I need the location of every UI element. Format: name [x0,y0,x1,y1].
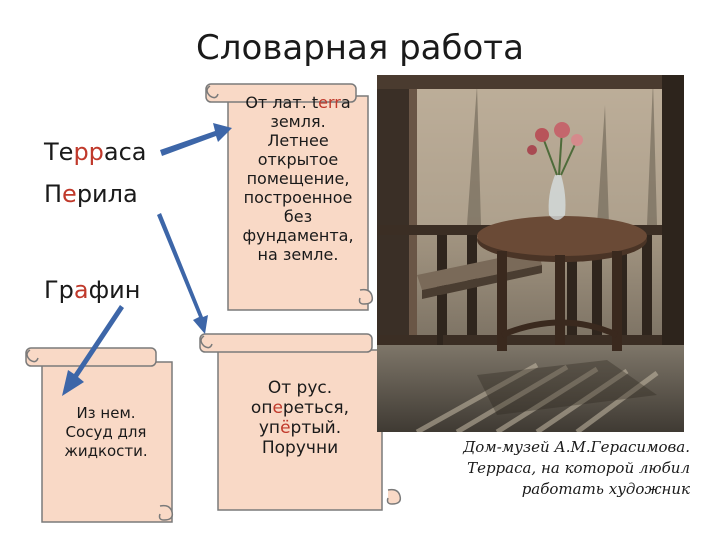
perila-line-4: Поручни [261,438,339,458]
perila-line-1: От рус. [267,378,333,398]
terrasa-line-4: открытое [257,150,339,169]
terrace-painting [377,75,684,432]
photo-caption: Дом-музей А.М.Герасимова. Терраса, на ко… [440,437,690,500]
scroll-perila [199,333,402,511]
grafin-line-2: Сосуд для [65,423,147,441]
perila-line-2: опереться, [250,398,350,418]
terrasa-line-5: помещение, [246,169,350,188]
scroll-perila-text: От рус. опереться, упёртый. Поручни [218,378,382,458]
arrow-to-grafin-scroll [62,305,124,396]
word-grafin: Графин [44,276,141,304]
terrasa-line-6: построенное [243,188,353,207]
grafin-line-1: Из нем. [76,404,136,422]
arrow-to-perila-scroll [157,213,208,334]
terrasa-line-8: фундамента, [242,226,354,245]
scroll-grafin [25,347,174,523]
scroll-terrasa-text: От лат. terra земля. Летнее открытое пом… [228,93,368,264]
page-title: Словарная работа [196,28,524,68]
caption-line-2: Терраса, на которой любил [467,459,690,477]
scroll-terrasa [205,83,374,311]
caption-line-3: работать художник [521,480,690,498]
terrasa-line-1: От лат. terra [245,93,351,112]
arrow-to-terrasa-scroll [160,123,232,156]
perila-line-3: упёртый. [258,418,342,438]
grafin-line-3: жидкости. [64,442,148,460]
caption-line-1: Дом-музей А.М.Герасимова. [463,438,690,456]
word-perila: Перила [44,180,138,208]
terrasa-line-7: без [283,207,313,226]
terrasa-line-2: земля. [270,112,326,131]
terrace-photo [377,75,684,432]
terrasa-line-9: на земле. [257,245,339,264]
terrasa-line-3: Летнее [267,131,329,150]
scroll-grafin-text: Из нем. Сосуд для жидкости. [42,404,170,461]
word-terrasa: Терраса [44,138,147,166]
